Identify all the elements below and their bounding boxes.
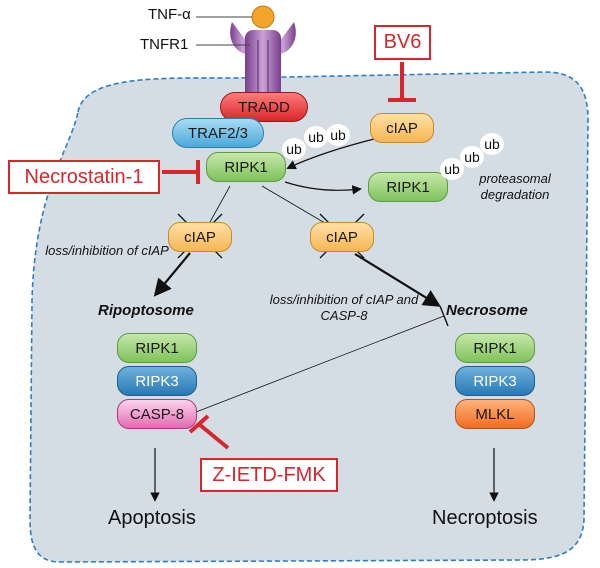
tnf-ligand [251, 5, 275, 29]
tnfr1-label: TNFR1 [140, 36, 189, 53]
ripoptosome-label: Ripoptosome [98, 302, 194, 319]
tradd-node: TRADD [220, 92, 308, 122]
necroptosis-label: Necroptosis [432, 507, 538, 529]
ciap-right-crossed: cIAP [310, 222, 374, 252]
ub-tag-2: ub [304, 126, 328, 148]
ripoptosome-casp8: CASP-8 [117, 399, 197, 429]
apoptosis-label: Apoptosis [108, 507, 196, 529]
ripk1-ubiquitinated-node: RIPK1 [368, 172, 448, 202]
tnf-alpha-label: TNF-α [148, 6, 191, 23]
loss-ciap-label: loss/inhibition of cIAP [45, 243, 169, 258]
cell-membrane [29, 71, 589, 563]
ripoptosome-ripk1: RIPK1 [117, 333, 197, 363]
necrostatin-1-inhibitor: Necrostatin-1 [8, 160, 160, 194]
proteasomal-degradation-label: proteasomal degradation [479, 171, 551, 202]
ub-tag-6: ub [480, 133, 504, 155]
necrosome-ripk3: RIPK3 [455, 366, 535, 396]
ripk1-node: RIPK1 [206, 152, 286, 182]
loss-ciap-casp8-label: loss/inhibition of cIAP and CASP-8 [269, 292, 419, 323]
ripoptosome-ripk3: RIPK3 [117, 366, 197, 396]
necrosome-label: Necrosome [446, 302, 528, 319]
z-ietd-fmk-inhibitor: Z-IETD-FMK [200, 458, 338, 492]
ciap-left-crossed: cIAP [168, 222, 232, 252]
ciap-node: cIAP [370, 113, 434, 143]
ub-tag-5: ub [460, 146, 484, 168]
ub-tag-4: ub [440, 158, 464, 180]
ub-tag-3: ub [326, 124, 350, 146]
necrosome-mlkl: MLKL [455, 399, 535, 429]
bv6-inhibitor: BV6 [374, 25, 431, 60]
ub-tag-1: ub [282, 138, 306, 160]
necrosome-ripk1: RIPK1 [455, 333, 535, 363]
traf23-node: TRAF2/3 [172, 118, 264, 148]
tnfr1-receptor [230, 22, 296, 100]
